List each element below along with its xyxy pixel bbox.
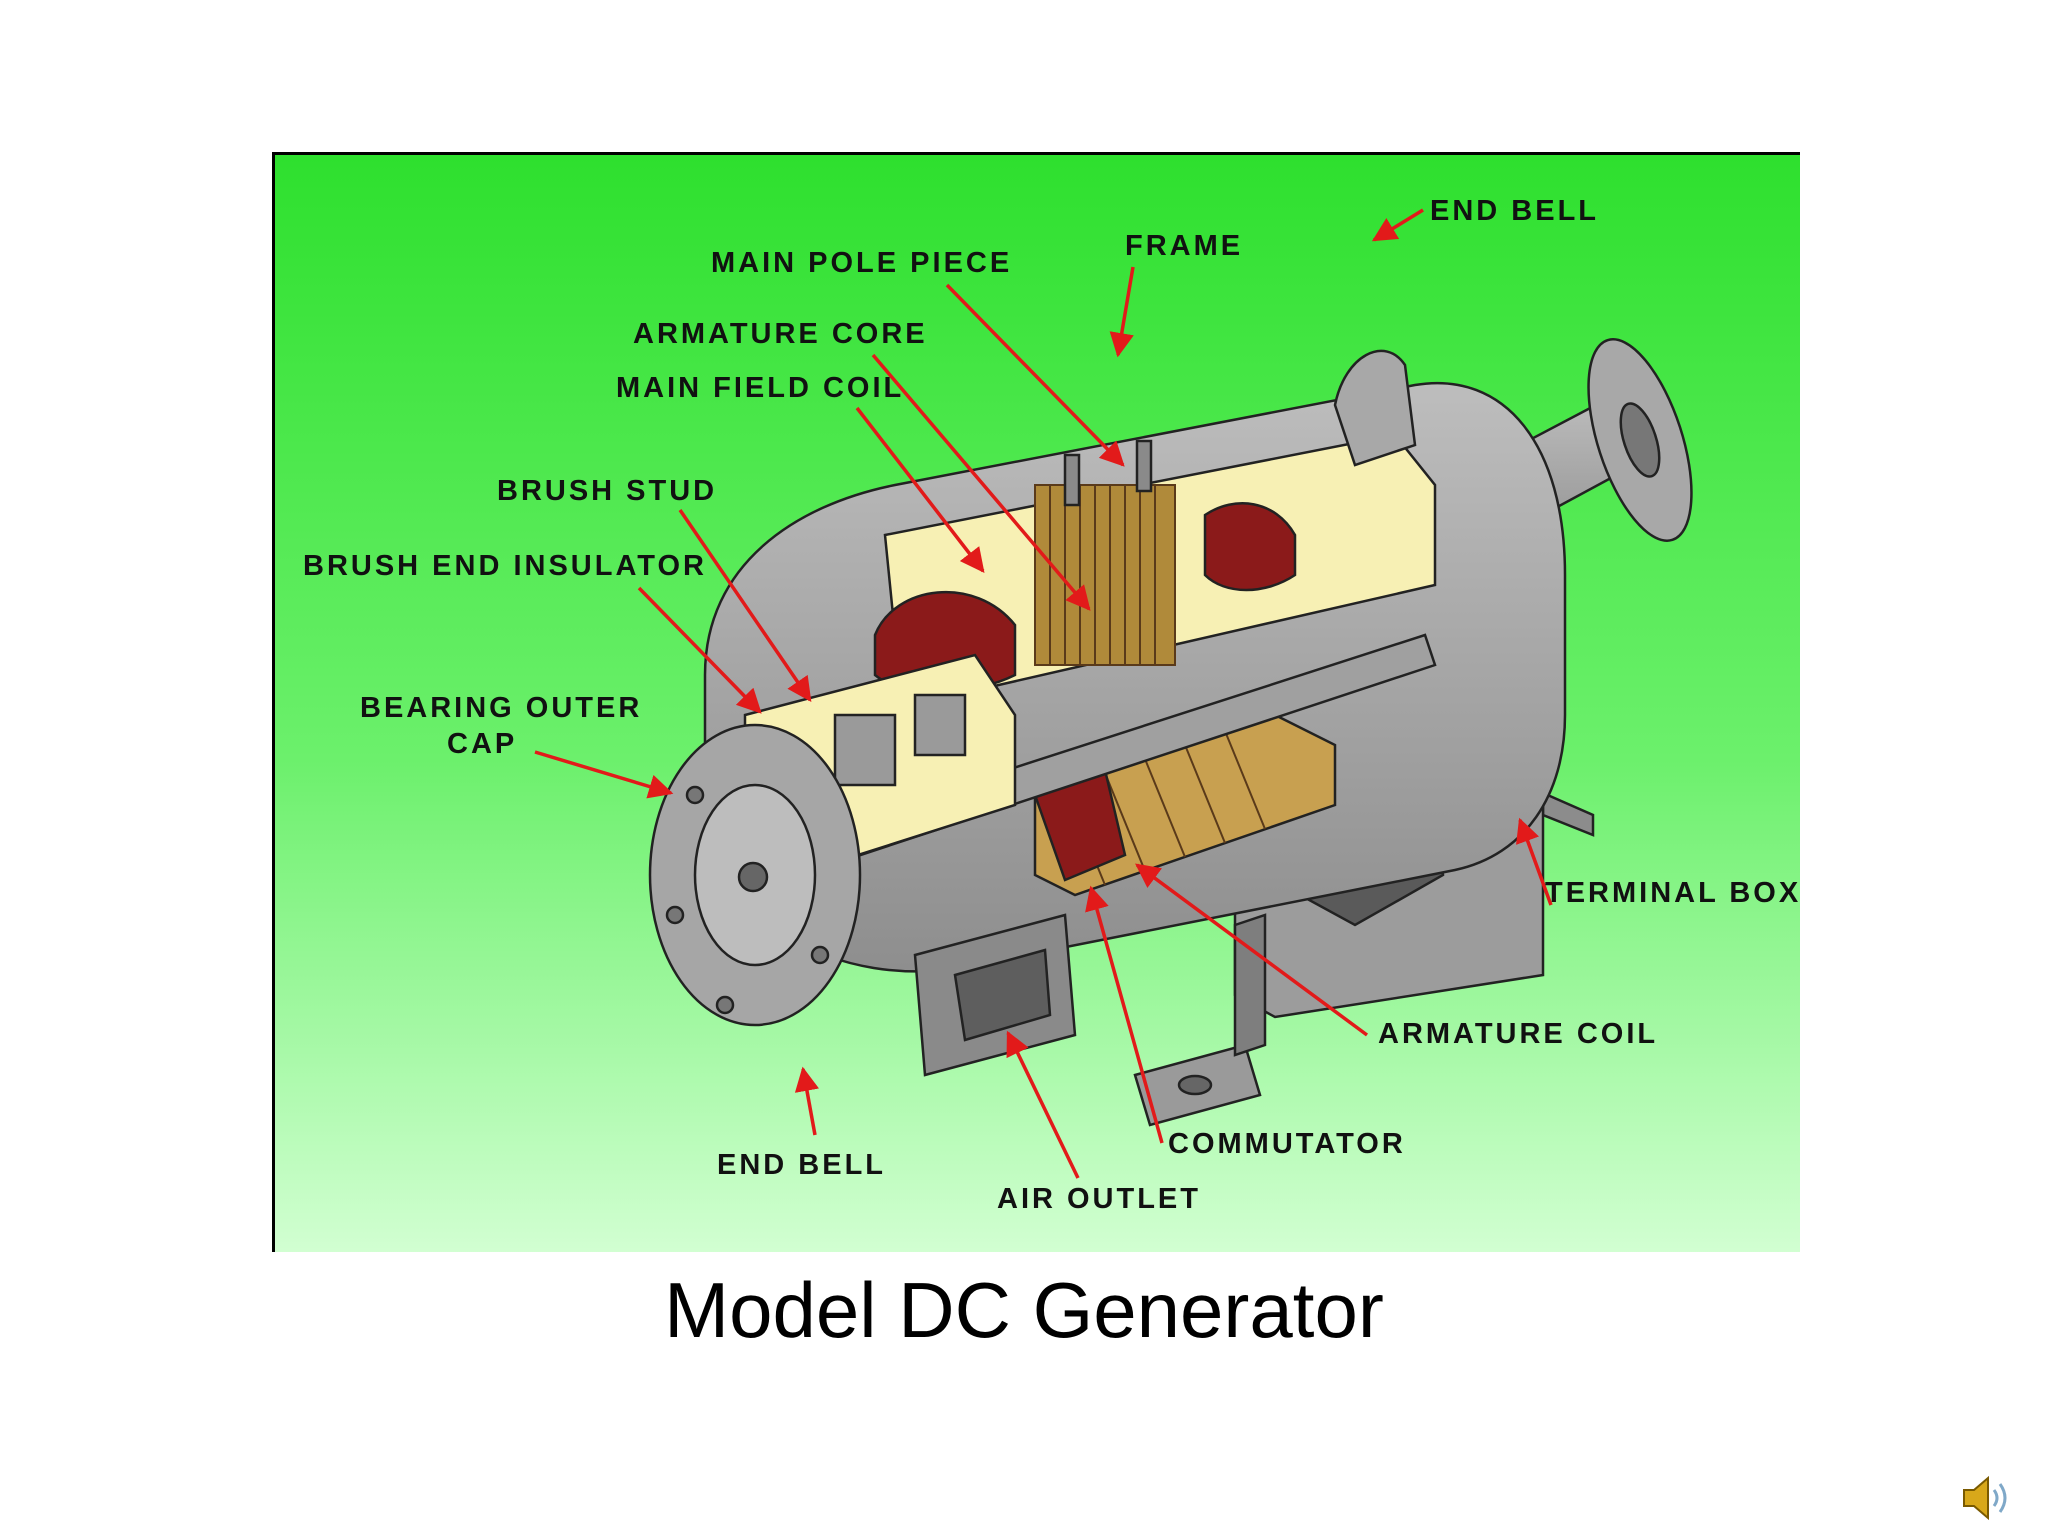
arrow-brush-stud — [678, 509, 812, 703]
label-bearing-outer-cap: BEARING OUTER — [360, 692, 642, 724]
speaker-icon[interactable] — [1960, 1474, 2016, 1522]
arrow-bearing-outer-cap — [534, 750, 674, 799]
generator-diagram: END BELL FRAME MAIN POLE PIECE ARMATURE … — [272, 152, 1800, 1252]
callout-arrows — [534, 208, 1553, 1179]
arrow-air-outlet — [794, 1066, 819, 1136]
label-frame: FRAME — [1125, 230, 1243, 262]
arrow-main-field-coil — [855, 406, 985, 573]
label-air-outlet: AIR OUTLET — [997, 1183, 1201, 1215]
label-brush-end-insulator: BRUSH END INSULATOR — [303, 550, 707, 582]
diagram-svg: END BELL FRAME MAIN POLE PIECE ARMATURE … — [275, 155, 1800, 1252]
label-main-field-coil: MAIN FIELD COIL — [616, 372, 904, 404]
arrow-armature-coil — [1135, 863, 1369, 1037]
label-brush-stud: BRUSH STUD — [497, 475, 717, 507]
arrow-end-bell-top — [1371, 208, 1424, 242]
arrow-frame — [1109, 266, 1135, 358]
pole-piece-laminations — [1034, 484, 1176, 666]
label-armature-core: ARMATURE CORE — [633, 318, 928, 350]
arrow-main-pole-piece — [945, 283, 1125, 467]
label-terminal-box: TERMINAL BOX — [1545, 877, 1800, 909]
end-bell-rear — [1333, 349, 1417, 467]
arrow-brush-end-insulator — [637, 586, 762, 714]
label-bearing-outer-cap-line2: CAP — [447, 728, 517, 760]
part-labels: END BELL FRAME MAIN POLE PIECE ARMATURE … — [303, 195, 1800, 1215]
arrow-end-bell-bottom — [1006, 1030, 1080, 1179]
generator-illustration — [648, 338, 1693, 1127]
label-end-bell-top: END BELL — [1430, 195, 1599, 227]
label-commutator: COMMUTATOR — [1168, 1128, 1406, 1160]
label-main-pole-piece: MAIN POLE PIECE — [711, 247, 1012, 279]
slide-caption: Model DC Generator — [664, 1266, 1384, 1354]
arrow-armature-core — [871, 353, 1091, 611]
label-armature-coil: ARMATURE COIL — [1378, 1018, 1658, 1050]
arrow-commutator — [1085, 885, 1164, 1144]
label-end-bell-bottom: END BELL — [717, 1149, 886, 1181]
arrow-terminal-box — [1516, 817, 1553, 906]
field-coil-right — [1203, 502, 1297, 592]
